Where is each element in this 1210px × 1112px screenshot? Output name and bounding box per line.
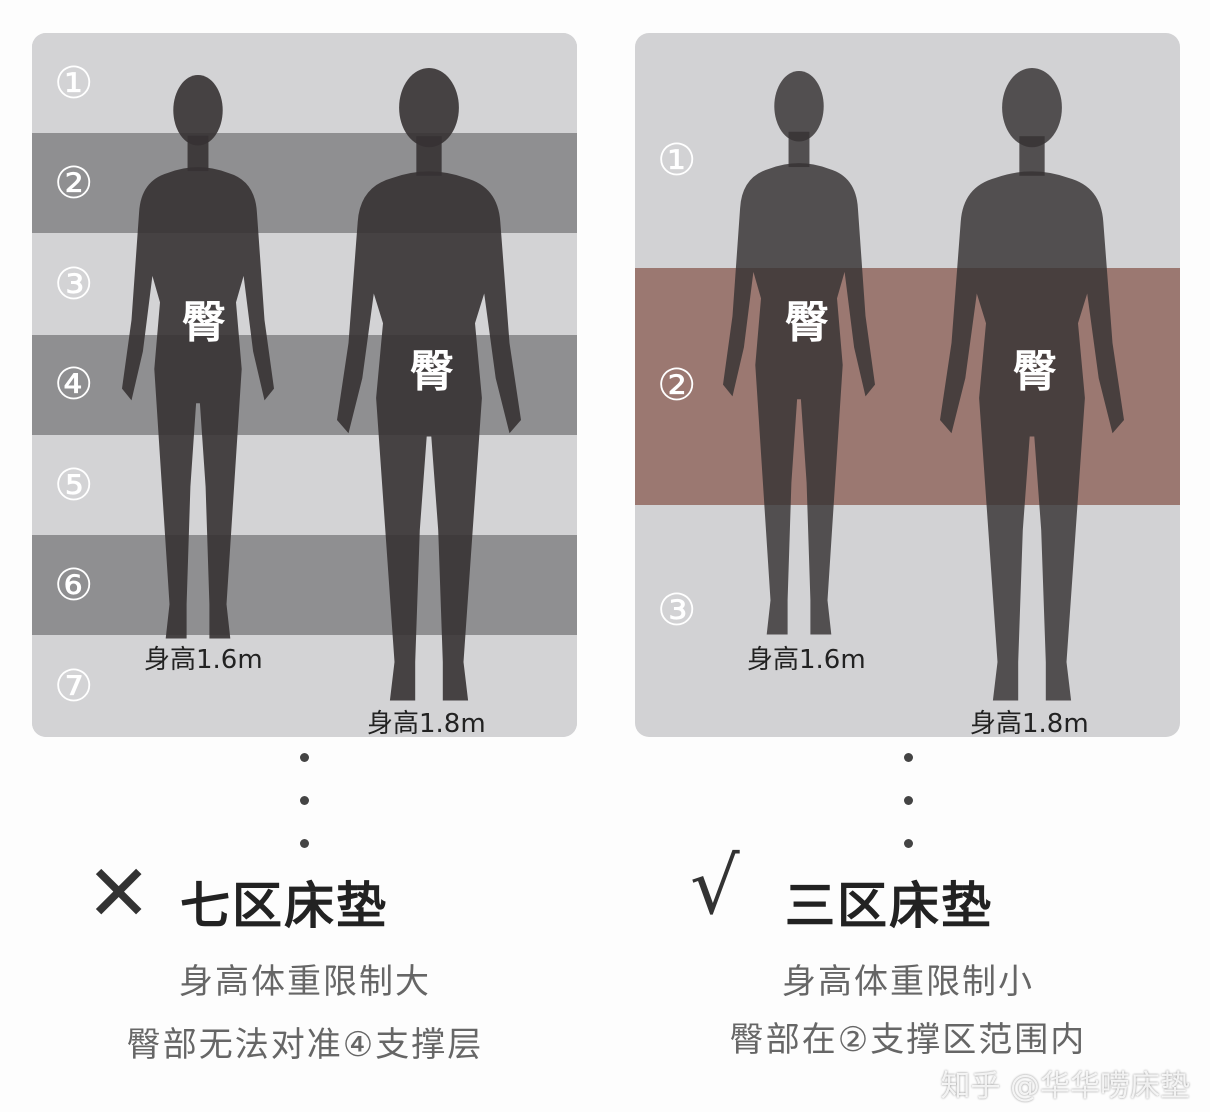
connector-dot bbox=[904, 753, 913, 762]
zone-number: ③ bbox=[54, 259, 94, 310]
female-height-label: 身高1.6m bbox=[144, 645, 263, 675]
seven-zone-panel: ① ② ③ ④ ⑤ ⑥ ⑦ 臀 臀 身高1.6m 身高1.8m bbox=[32, 33, 577, 737]
female-silhouette bbox=[723, 71, 875, 635]
zone-band-7 bbox=[32, 635, 577, 737]
three-zone-line-1: 身高体重限制小 bbox=[782, 962, 1034, 1002]
seven-zone-title: 七区床垫 bbox=[180, 877, 388, 935]
zone-number: ⑤ bbox=[54, 460, 94, 511]
hip-label-male: 臀 bbox=[1013, 346, 1057, 397]
hip-label-male: 臀 bbox=[410, 346, 454, 397]
connector-dot bbox=[300, 839, 309, 848]
cross-icon: ✕ bbox=[86, 849, 152, 939]
female-silhouette bbox=[122, 75, 274, 639]
zone-number: ⑦ bbox=[54, 661, 94, 712]
connector-dot bbox=[300, 796, 309, 805]
zone-number: ① bbox=[657, 135, 697, 186]
zone-number: ④ bbox=[54, 359, 94, 410]
zone-band-6 bbox=[32, 535, 577, 635]
female-height-label: 身高1.6m bbox=[747, 645, 866, 675]
three-zone-panel: ① ② ③ 臀 臀 身高1.6m 身高1.8m bbox=[635, 33, 1180, 737]
male-height-label: 身高1.8m bbox=[970, 709, 1089, 737]
zone-number: ③ bbox=[657, 585, 697, 636]
zone-band-1 bbox=[32, 33, 577, 133]
connector-dot bbox=[904, 796, 913, 805]
connector-dot bbox=[300, 753, 309, 762]
zone-number: ② bbox=[657, 360, 697, 411]
check-icon: √ bbox=[690, 842, 740, 932]
zone-number: ⑥ bbox=[54, 560, 94, 611]
body-silhouettes bbox=[122, 68, 521, 701]
zone-band-5 bbox=[32, 435, 577, 535]
zone-number: ② bbox=[54, 158, 94, 209]
three-zone-title: 三区床垫 bbox=[785, 877, 993, 935]
zone-number: ① bbox=[54, 58, 94, 109]
three-zone-line-2: 臀部在②支撑区范围内 bbox=[729, 1020, 1087, 1060]
watermark: 知乎 @华华唠床垫 bbox=[940, 1069, 1190, 1104]
connector-dot bbox=[904, 839, 913, 848]
hip-label-female: 臀 bbox=[182, 297, 226, 348]
body-silhouettes bbox=[723, 68, 1124, 701]
male-height-label: 身高1.8m bbox=[367, 709, 486, 737]
hip-label-female: 臀 bbox=[785, 297, 829, 348]
seven-zone-line-1: 身高体重限制大 bbox=[179, 962, 431, 1002]
seven-zone-line-2: 臀部无法对准④支撑层 bbox=[126, 1025, 484, 1065]
